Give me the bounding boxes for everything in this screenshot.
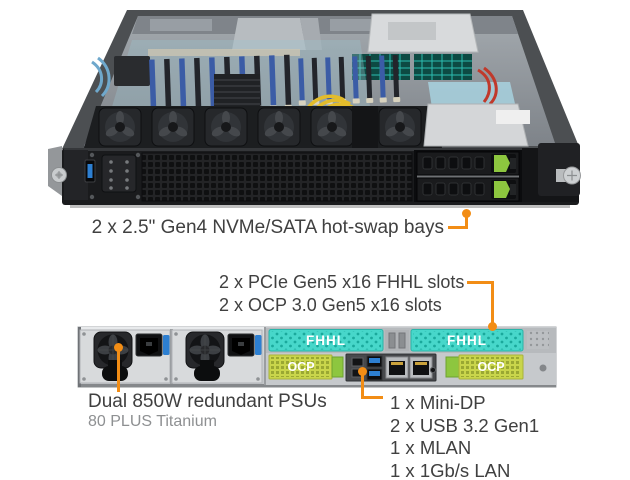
mesh-grille: [141, 152, 413, 202]
callout-dot-io: [358, 367, 367, 376]
fan-row: [84, 106, 442, 148]
annotation-psu-subtitle: 80 PLUS Titanium: [88, 413, 217, 430]
riser-shroud: [232, 18, 306, 50]
annotation-io-minidp: 1 x Mini-DP: [390, 392, 486, 413]
front-bezel: [48, 143, 581, 208]
annotation-psu-title: Dual 850W redundant PSUs: [88, 391, 327, 412]
annotation-ocp-line: 2 x OCP 3.0 Gen5 x16 slots: [219, 294, 442, 315]
fhhl-slot-right: FHHL: [410, 329, 524, 352]
callout-dot-bays: [462, 209, 471, 218]
annotation-io-lan: 1 x 1Gb/s LAN: [390, 459, 511, 480]
front-control-panel: [101, 154, 137, 193]
server-rear-view: FHHL FHHL OCP: [77, 326, 557, 388]
fhhl-left-label: FHHL: [306, 333, 346, 348]
cable-bundle-blue: [91, 56, 111, 98]
callout-line-io: [361, 372, 383, 399]
ocp-left-label: OCP: [287, 360, 314, 374]
annotation-pcie-line: 2 x PCIe Gen5 x16 FHHL slots: [219, 272, 465, 292]
usb-ports: [366, 355, 383, 381]
server-top-view: [62, 10, 580, 149]
callout-dot-psu: [114, 343, 123, 352]
annotation-io-mlan: 1 x MLAN: [390, 437, 472, 458]
thumbscrew-left: [51, 167, 67, 183]
annotation-rear-io: 1 x Mini-DP 2 x USB 3.2 Gen1 1 x MLAN 1 …: [390, 392, 539, 480]
dimm-bank-right: [298, 54, 401, 106]
ocp-slot-right: OCP: [445, 354, 524, 380]
lan-port-2: [409, 356, 433, 379]
id-button: [429, 366, 437, 374]
psu-right: [172, 330, 262, 383]
annotation-front-bays: 2 x 2.5" Gen4 NVMe/SATA hot-swap bays: [91, 217, 444, 238]
drive-bays: [414, 150, 522, 202]
callout-line-psu: [117, 347, 120, 392]
cable-bundle-red: [477, 66, 498, 106]
fhhl-right-label: FHHL: [447, 333, 487, 348]
callout-line-fhhl: [467, 281, 494, 327]
callout-dot-fhhl: [488, 322, 497, 331]
fhhl-slot-left: FHHL: [268, 329, 384, 352]
psu-left: [80, 330, 170, 383]
annotation-io-usb: 2 x USB 3.2 Gen1: [390, 414, 540, 436]
lan-port-1: [385, 356, 409, 379]
cpu-heatsink: [214, 74, 260, 108]
ocp-slot-left: OCP: [268, 354, 344, 380]
callout-line-bays: [448, 213, 468, 229]
rear-io-panel: [345, 353, 437, 382]
pcie-bracket-middle: [385, 330, 409, 351]
front-usb-port: [84, 159, 96, 183]
ocp-right-label: OCP: [477, 360, 504, 374]
annotation-expansion-slots: 2 x PCIe Gen5 x16 FHHL slots 2 x OCP 3.0…: [219, 271, 464, 316]
rack-ear-right: [538, 143, 581, 196]
rear-screw: [539, 364, 547, 372]
